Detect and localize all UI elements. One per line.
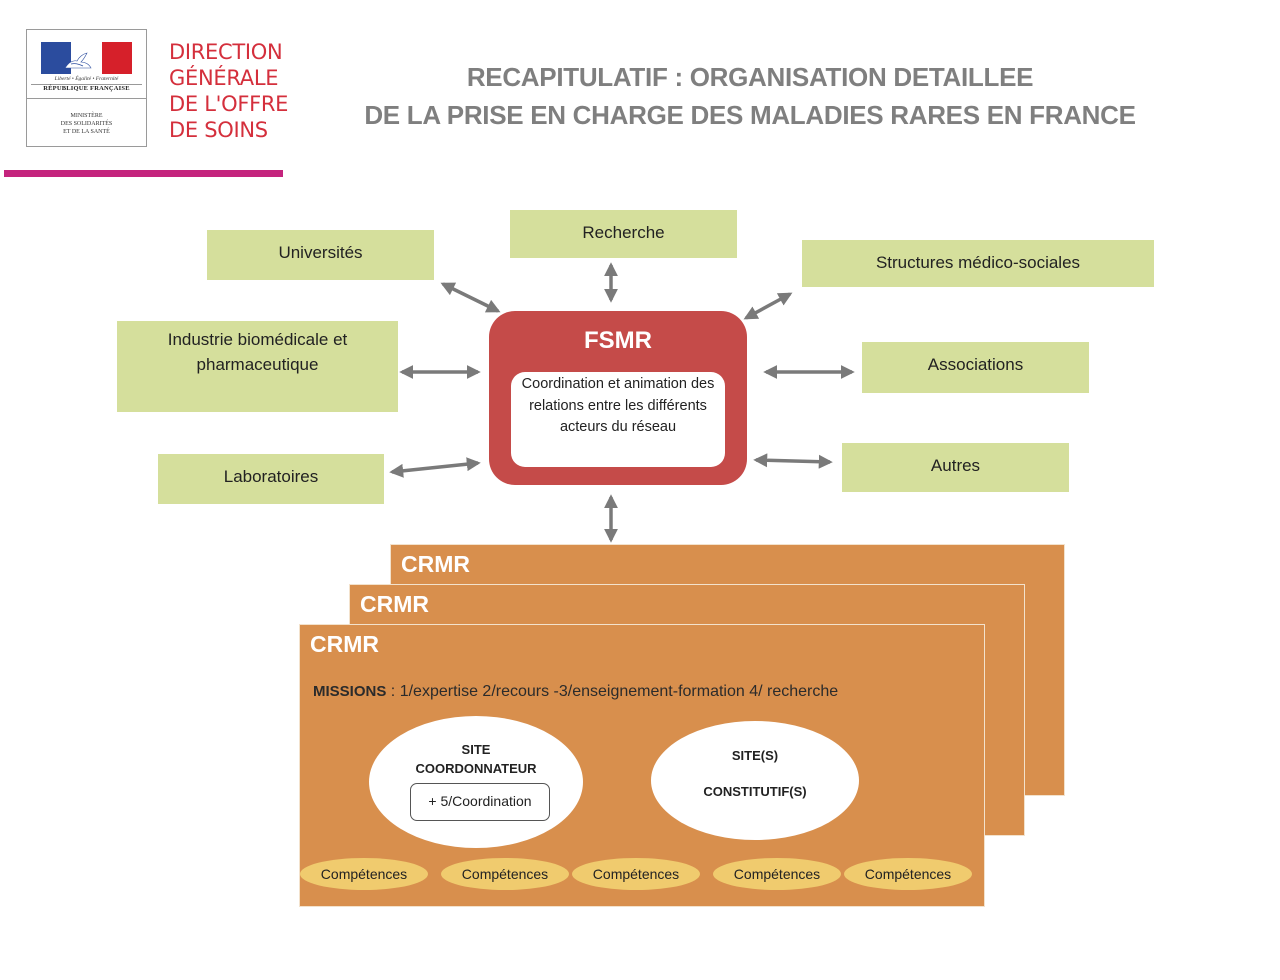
partner-associations: Associations (862, 342, 1089, 393)
site-coordonnateur-node: SITE COORDONNATEUR + 5/Coordination (369, 716, 583, 848)
republic-motto: Liberté • Égalité • Fraternité (31, 76, 142, 85)
crmr-title: CRMR (401, 551, 470, 577)
arrow-laboratoires (389, 457, 481, 478)
partner-universites: Universités (207, 230, 434, 280)
partner-structures-medico-sociales: Structures médico-sociales (802, 240, 1154, 287)
partner-industrie: Industrie biomédicale et pharmaceutique (117, 321, 398, 412)
ministry-logo: Liberté • Égalité • Fraternité RÉPUBLIQU… (26, 29, 147, 147)
republique-francaise-label: RÉPUBLIQUE FRANÇAISE (43, 85, 130, 92)
competences-node: Compétences (441, 858, 569, 890)
header-accent-bar (4, 170, 283, 177)
organization-name: DIRECTION GÉNÉRALE DE L'OFFRE DE SOINS (169, 40, 289, 142)
competences-node: Compétences (572, 858, 700, 890)
competences-node: Compétences (713, 858, 841, 890)
arrow-universites (440, 282, 501, 313)
fsmr-node: FSMR Coordination et animation des relat… (489, 311, 747, 485)
arrow-structures (743, 292, 793, 320)
fsmr-title: FSMR (584, 327, 652, 354)
competences-node: Compétences (844, 858, 972, 890)
coordination-mission-box: + 5/Coordination (410, 783, 550, 821)
partner-laboratoires: Laboratoires (158, 454, 384, 504)
ministry-name: MINISTÈRE DES SOLIDARITÉS ET DE LA SANTÉ (60, 113, 113, 135)
partner-recherche: Recherche (510, 210, 737, 258)
crmr-card-front: CRMR MISSIONS : 1/expertise 2/recours -3… (299, 624, 985, 907)
logo-divider (27, 98, 146, 99)
site-constitutif-node: SITE(S) CONSTITUTIF(S) (651, 721, 859, 840)
fsmr-description: Coordination et animation des relations … (511, 372, 725, 467)
crmr-title: CRMR (310, 631, 379, 657)
arrow-autres (753, 453, 833, 469)
french-flag-icon (41, 42, 132, 74)
marianne-icon (64, 52, 92, 69)
crmr-title: CRMR (360, 591, 429, 617)
page-title: RECAPITULATIF : ORGANISATION DETAILLEE D… (364, 62, 1136, 130)
crmr-missions: MISSIONS : 1/expertise 2/recours -3/ense… (313, 683, 839, 700)
competences-node: Compétences (300, 858, 428, 890)
partner-autres: Autres (842, 443, 1069, 492)
